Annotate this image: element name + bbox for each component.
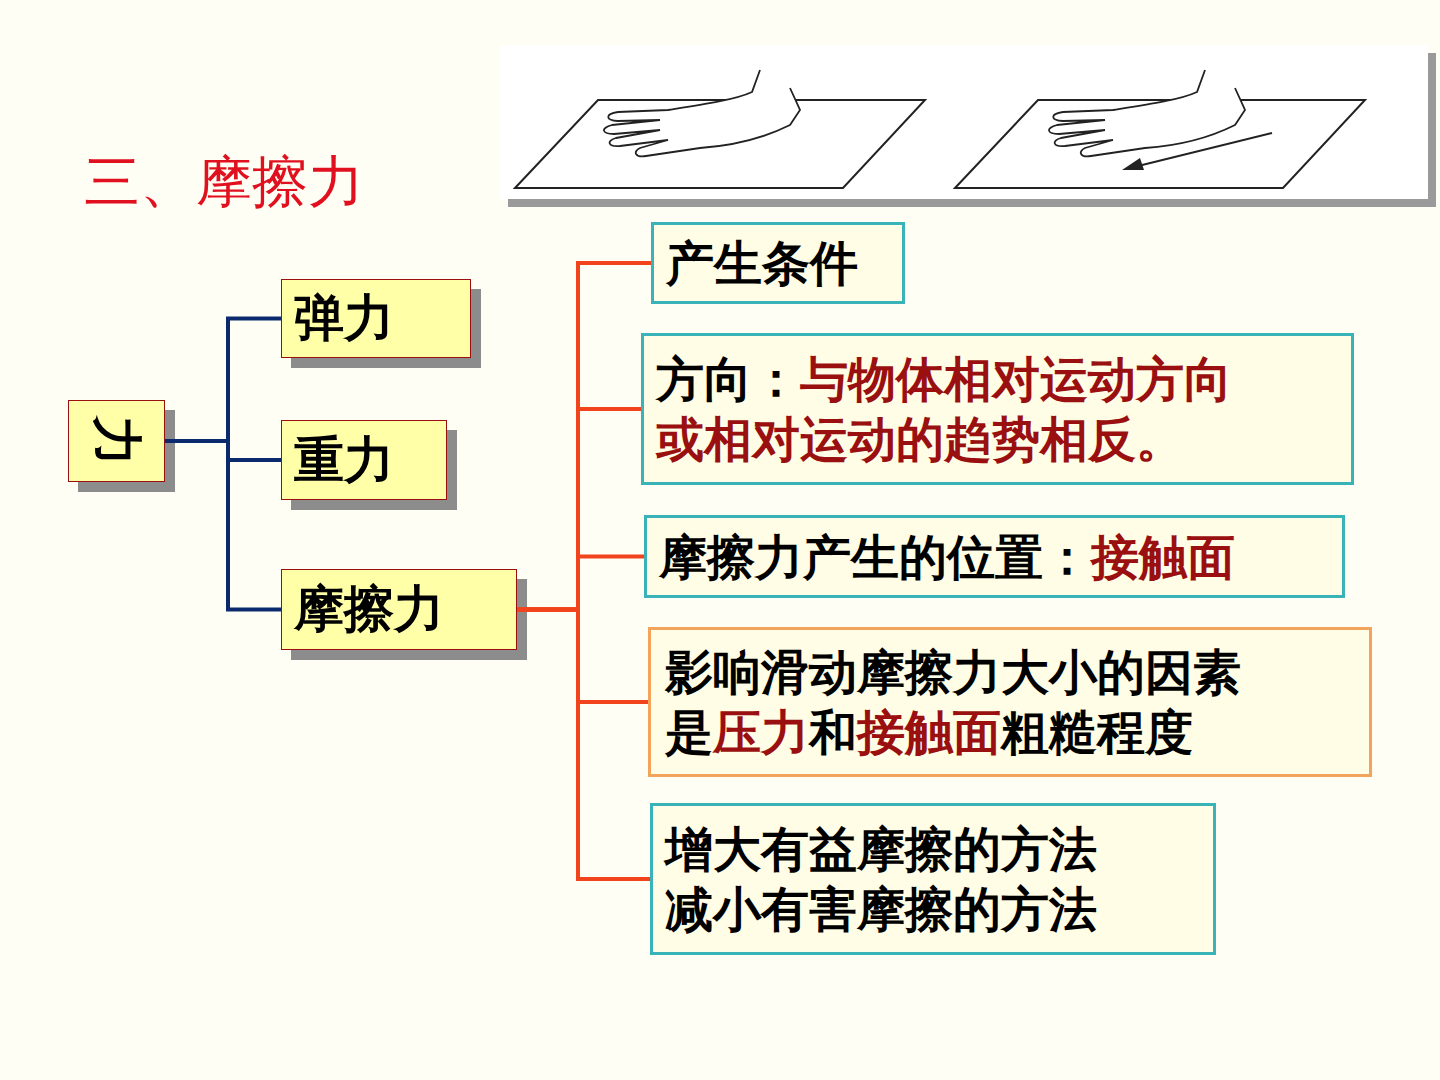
- topic-box: 增大有益摩擦的方法减小有害摩擦的方法: [650, 803, 1216, 955]
- slide-title: 三、摩擦力: [84, 145, 364, 221]
- category-box: 重力: [281, 420, 447, 500]
- node-text: 减小有害摩擦的方法: [665, 879, 1213, 939]
- tree-connector: [165, 441, 281, 460]
- motion-arrow: [1122, 133, 1272, 170]
- category-box: 力: [68, 400, 165, 482]
- text-line-group: 摩擦力产生的位置：接触面: [659, 527, 1271, 587]
- topic-box: 摩擦力产生的位置：接触面: [644, 515, 1345, 598]
- illustration-panel: [500, 45, 1428, 199]
- text-line-group: 方向：与物体相对运动方向或相对运动的趋势相反。: [656, 349, 1268, 469]
- node-text: 粗糙程度: [1001, 704, 1193, 760]
- node-text: 产生条件: [666, 233, 902, 293]
- node-text: 方向：: [656, 351, 800, 407]
- tree-connector: [517, 557, 644, 610]
- node-text: 摩擦力产生的位置：: [659, 529, 1091, 585]
- category-box: 弹力: [281, 279, 471, 358]
- text-line-group: 影响滑动摩擦力大小的因素是压力和接触面粗糙程度: [665, 642, 1277, 762]
- tree-connector: [165, 441, 281, 610]
- node-text: 和: [809, 704, 857, 760]
- tree-connector: [517, 610, 650, 880]
- node-text: 接触面: [857, 704, 1001, 760]
- hands: [604, 70, 1245, 156]
- topic-box: 影响滑动摩擦力大小的因素是压力和接触面粗糙程度: [648, 627, 1372, 777]
- topic-box: 方向：与物体相对运动方向或相对运动的趋势相反。: [641, 333, 1354, 485]
- node-text: 增大有益摩擦的方法: [665, 819, 1213, 879]
- node-text: 力: [85, 416, 148, 466]
- node-text: 重力: [294, 429, 446, 492]
- tree-connector: [165, 319, 281, 442]
- tree-connector: [517, 409, 641, 610]
- category-box: 摩擦力: [281, 569, 517, 650]
- tree-connector: [517, 610, 648, 703]
- node-text: 摩擦力: [294, 578, 516, 641]
- tree-connector: [517, 263, 651, 610]
- node-text: 接触面: [1091, 529, 1235, 585]
- node-text: 压力: [713, 704, 809, 760]
- node-text: 弹力: [294, 287, 470, 350]
- topic-box: 产生条件: [651, 222, 905, 304]
